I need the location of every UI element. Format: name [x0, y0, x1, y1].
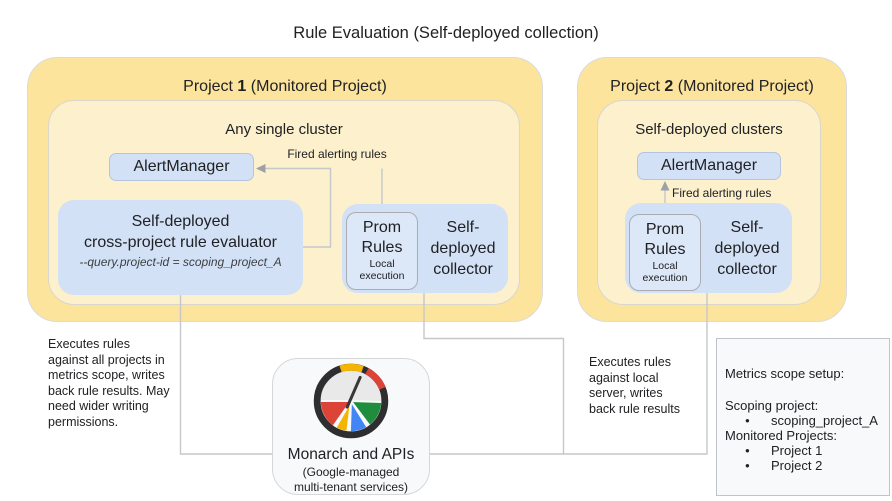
monitored-projects-label: Monitored Projects:: [725, 428, 837, 443]
collector2-line1: Self-: [730, 219, 764, 236]
alertmanager2-box: AlertManager: [637, 152, 781, 180]
note-left-line: permissions.: [48, 414, 119, 429]
note-right-line: against local: [589, 370, 659, 385]
diagram-title: Rule Evaluation (Self-deployed collectio…: [293, 24, 599, 42]
prom-rules1-sub2: execution: [359, 270, 405, 282]
bullet-icon: ●: [745, 461, 750, 470]
collector2-line3: collector: [717, 261, 777, 278]
collector1-label: Self- deployed collector: [416, 217, 510, 280]
gauge-rim-yellow-arc: [339, 363, 364, 373]
fired-alerting-rules-label-2: Fired alerting rules: [672, 186, 772, 200]
prom-rules2-line1: Prom: [645, 221, 685, 238]
rule-evaluator-flag: --query.project-id = scoping_project_A: [79, 255, 282, 269]
scoping-project-value: scoping_project_A: [771, 413, 878, 428]
project1-cluster-label: Any single cluster: [225, 121, 343, 138]
project1-label-number: 1: [237, 78, 247, 95]
monarch-subtitle-line1: (Google-managed: [302, 465, 400, 479]
project2-label: Project 2 (Monitored Project): [577, 78, 847, 96]
alertmanager1-box: AlertManager: [109, 153, 254, 181]
note-left-line: need wider writing: [48, 399, 149, 413]
note-left-line: metrics scope, writes: [48, 368, 165, 382]
project2-label-prefix: Project: [610, 78, 660, 95]
scoping-project-label: Scoping project:: [725, 398, 819, 413]
collector2-label: Self- deployed collector: [700, 217, 794, 280]
monitored-project-item: ● Project 1: [725, 443, 881, 458]
project1-label: Project 1 (Monitored Project): [27, 78, 543, 96]
note-left-line: back rule results. May: [48, 383, 170, 398]
prom-rules1-line1: Prom: [362, 219, 402, 236]
monitored-project-item: ● Project 2: [725, 458, 881, 473]
project1-label-prefix: Project: [183, 78, 233, 95]
monarch-gauge-icon: [313, 363, 389, 439]
monarch-box: Monarch and APIs (Google-managed multi-t…: [272, 358, 430, 495]
note-right-line: Executes rules: [589, 355, 671, 369]
project1-label-suffix: (Monitored Project): [250, 78, 387, 95]
monitored-project-value: Project 1: [771, 443, 823, 458]
monitored-project-value: Project 2: [771, 458, 823, 473]
bullet-icon: ●: [745, 446, 750, 455]
rule-evaluator-line2: cross-project rule evaluator: [84, 234, 277, 251]
monarch-title: Monarch and APIs: [287, 446, 415, 463]
project2-cluster-label: Self-deployed clusters: [635, 121, 783, 138]
rule-evaluator-line1: Self-deployed: [131, 213, 230, 230]
note-local-rules: Executes rules against local server, wri…: [589, 355, 701, 417]
collector1-line3: collector: [433, 261, 493, 278]
bullet-icon: ●: [745, 416, 750, 425]
metrics-scope-title: Metrics scope setup:: [725, 366, 845, 381]
note-cross-project-evaluator: Executes rules against all projects in m…: [48, 337, 198, 430]
prom-rules2-box: Prom Rules Local execution: [629, 214, 701, 291]
rule-evaluator-box: Self-deployed cross-project rule evaluat…: [58, 200, 303, 295]
note-right-line: server, writes: [589, 386, 663, 400]
scoping-project-item: ● scoping_project_A: [725, 413, 881, 428]
collector2-line2: deployed: [714, 240, 780, 257]
note-left-line: against all projects in: [48, 352, 165, 367]
project2-label-number: 2: [664, 78, 674, 95]
collector1-line2: deployed: [430, 240, 496, 257]
prom-rules2-line2: Rules: [644, 241, 686, 258]
prom-rules2-sub2: execution: [642, 272, 688, 284]
prom-rules1-sub1: Local: [369, 258, 395, 270]
prom-rules1-line2: Rules: [361, 239, 403, 256]
fired-alerting-rules-label-1: Fired alerting rules: [287, 147, 387, 161]
collector1-line1: Self-: [446, 219, 480, 236]
note-left-line: Executes rules: [48, 337, 130, 351]
project2-label-suffix: (Monitored Project): [677, 78, 814, 95]
monarch-subtitle-line2: multi-tenant services): [293, 480, 409, 494]
prom-rules1-box: Prom Rules Local execution: [346, 212, 418, 290]
note-right-line: back rule results: [589, 401, 681, 416]
prom-rules2-sub1: Local: [652, 260, 678, 272]
metrics-scope-panel: Metrics scope setup: Scoping project: ● …: [716, 338, 890, 496]
